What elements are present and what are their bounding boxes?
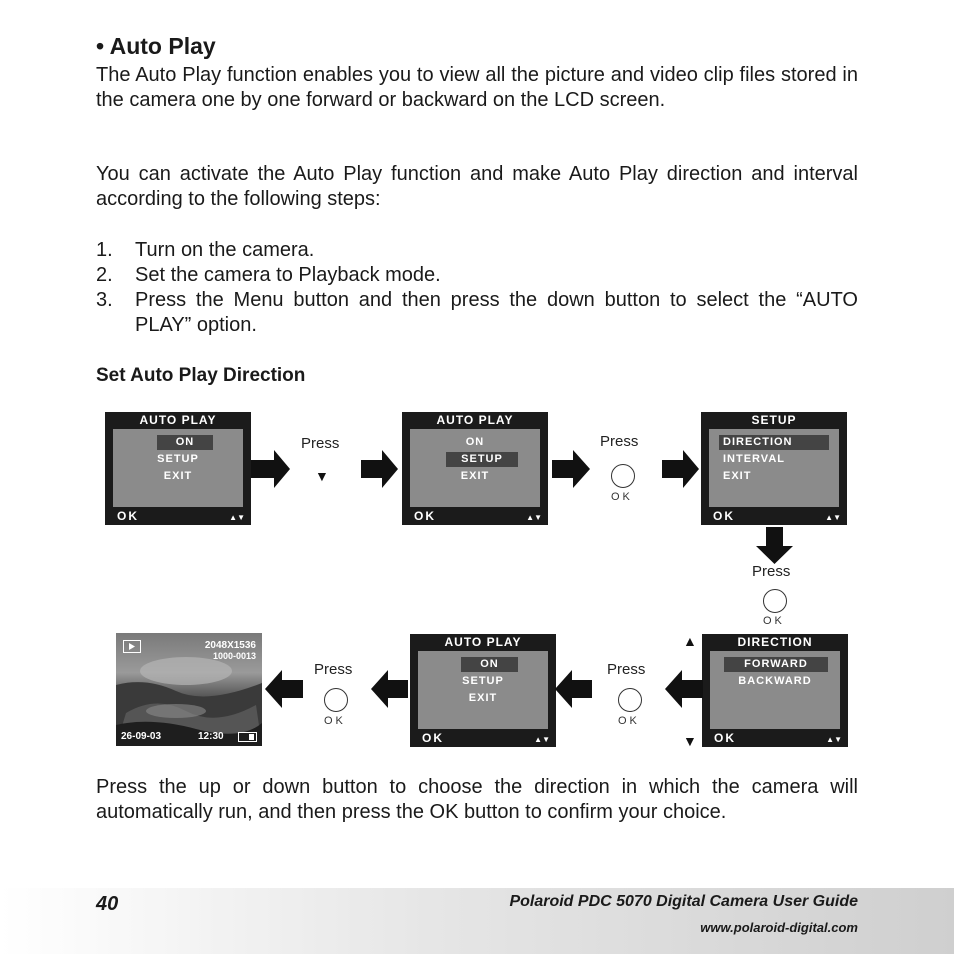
intro-paragraph-2: You can activate the Auto Play function … xyxy=(96,163,858,210)
menu-item-setup: SETUP xyxy=(462,675,504,687)
down-triangle-icon: ▼ xyxy=(315,468,329,484)
menu-item-exit: EXIT xyxy=(468,692,498,704)
intro-paragraph: The Auto Play function enables you to vi… xyxy=(96,64,858,111)
step-number: 2. xyxy=(96,264,113,286)
ok-button-label: OK xyxy=(611,491,633,503)
menu-item-backward: BACKWARD xyxy=(738,675,812,687)
landscape-photo-image xyxy=(116,633,262,746)
press-label: Press xyxy=(607,661,646,678)
ok-hint: OK xyxy=(117,509,139,523)
closing-paragraph: Press the up or down button to choose th… xyxy=(96,776,858,823)
lcd-screen-4: DIRECTION FORWARD BACKWARD OK ▲▼ xyxy=(702,634,848,747)
menu-item-exit: EXIT xyxy=(723,470,752,482)
lcd-display: DIRECTION INTERVAL EXIT xyxy=(709,429,839,507)
play-mode-icon xyxy=(123,640,141,653)
press-label: Press xyxy=(314,661,353,678)
menu-item-forward: FORWARD xyxy=(724,657,828,672)
step-text: Turn on the camera. xyxy=(135,239,315,261)
lcd-display: ON SETUP EXIT xyxy=(410,429,540,507)
up-down-arrows-icon: ▲▼ xyxy=(229,513,245,522)
lcd-title: SETUP xyxy=(751,413,797,427)
ok-hint: OK xyxy=(414,509,436,523)
lcd-title: DIRECTION xyxy=(737,635,813,649)
menu-item-exit: EXIT xyxy=(163,470,193,482)
lcd-title: AUTO PLAY xyxy=(444,635,522,649)
up-down-arrows-icon: ▲▼ xyxy=(826,735,842,744)
ok-button-label: OK xyxy=(324,715,346,727)
left-arrow-icon xyxy=(665,670,703,708)
step-number: 1. xyxy=(96,239,113,261)
step-item: 1. Turn on the camera. xyxy=(96,238,858,263)
steps-list: 1. Turn on the camera. 2. Set the camera… xyxy=(96,238,858,338)
menu-item-interval: INTERVAL xyxy=(723,453,785,465)
menu-item-on: ON xyxy=(465,436,485,448)
down-triangle-icon: ▼ xyxy=(683,733,697,749)
lcd-display: ON SETUP EXIT xyxy=(113,429,243,507)
ok-hint: OK xyxy=(422,731,444,745)
up-down-arrows-icon: ▲▼ xyxy=(825,513,841,522)
left-arrow-icon xyxy=(555,670,592,708)
lcd-display: FORWARD BACKWARD xyxy=(710,651,840,729)
playback-photo: 2048X1536 1000-0013 26-09-03 12:30 xyxy=(116,633,262,746)
up-triangle-icon: ▲ xyxy=(683,633,697,649)
right-arrow-icon xyxy=(552,450,590,488)
press-label: Press xyxy=(600,433,639,450)
right-arrow-icon xyxy=(662,450,699,488)
ok-hint: OK xyxy=(714,731,736,745)
ok-button-label: OK xyxy=(618,715,640,727)
lcd-display: ON SETUP EXIT xyxy=(418,651,548,729)
ok-button-icon xyxy=(611,464,635,488)
menu-item-on: ON xyxy=(461,657,518,672)
left-arrow-icon xyxy=(371,670,408,708)
battery-icon xyxy=(238,732,257,742)
step-item: 2. Set the camera to Playback mode. xyxy=(96,263,858,288)
menu-item-on: ON xyxy=(157,435,213,450)
subheading: Set Auto Play Direction xyxy=(96,365,306,386)
step-number: 3. xyxy=(96,289,113,311)
time-label: 12:30 xyxy=(198,731,224,742)
lcd-title: AUTO PLAY xyxy=(436,413,514,427)
menu-item-direction: DIRECTION xyxy=(719,435,829,450)
press-label: Press xyxy=(752,563,791,580)
date-label: 26-09-03 xyxy=(121,731,162,742)
up-down-arrows-icon: ▲▼ xyxy=(534,735,550,744)
step-item: 3. Press the Menu button and then press … xyxy=(96,288,858,338)
menu-item-setup: SETUP xyxy=(157,453,199,465)
guide-title: Polaroid PDC 5070 Digital Camera User Gu… xyxy=(509,893,858,910)
footer-url: www.polaroid-digital.com xyxy=(700,920,858,935)
ok-button-icon xyxy=(763,589,787,613)
lcd-screen-5: AUTO PLAY ON SETUP EXIT OK ▲▼ xyxy=(410,634,556,747)
down-arrow-icon xyxy=(756,527,793,564)
right-arrow-icon xyxy=(361,450,398,488)
section-heading: • Auto Play xyxy=(96,33,216,59)
step-text: Set the camera to Playback mode. xyxy=(135,264,441,286)
page-number: 40 xyxy=(96,893,119,915)
step-text: Press the Menu button and then press the… xyxy=(135,289,858,336)
lcd-title: AUTO PLAY xyxy=(139,413,217,427)
ok-hint: OK xyxy=(713,509,735,523)
ok-button-icon xyxy=(324,688,348,712)
up-down-arrows-icon: ▲▼ xyxy=(526,513,542,522)
menu-item-setup: SETUP xyxy=(446,452,518,467)
left-arrow-icon xyxy=(265,670,303,708)
menu-item-exit: EXIT xyxy=(460,470,490,482)
file-number-label: 1000-0013 xyxy=(212,651,256,661)
footer-band xyxy=(0,888,954,954)
ok-button-icon xyxy=(618,688,642,712)
lcd-screen-3: SETUP DIRECTION INTERVAL EXIT OK ▲▼ xyxy=(701,412,847,525)
press-label: Press xyxy=(301,435,340,452)
lcd-screen-2: AUTO PLAY ON SETUP EXIT OK ▲▼ xyxy=(402,412,548,525)
ok-button-label: OK xyxy=(763,615,785,627)
lcd-screen-1: AUTO PLAY ON SETUP EXIT OK ▲▼ xyxy=(105,412,251,525)
right-arrow-icon xyxy=(251,450,290,488)
resolution-label: 2048X1536 xyxy=(204,640,256,651)
